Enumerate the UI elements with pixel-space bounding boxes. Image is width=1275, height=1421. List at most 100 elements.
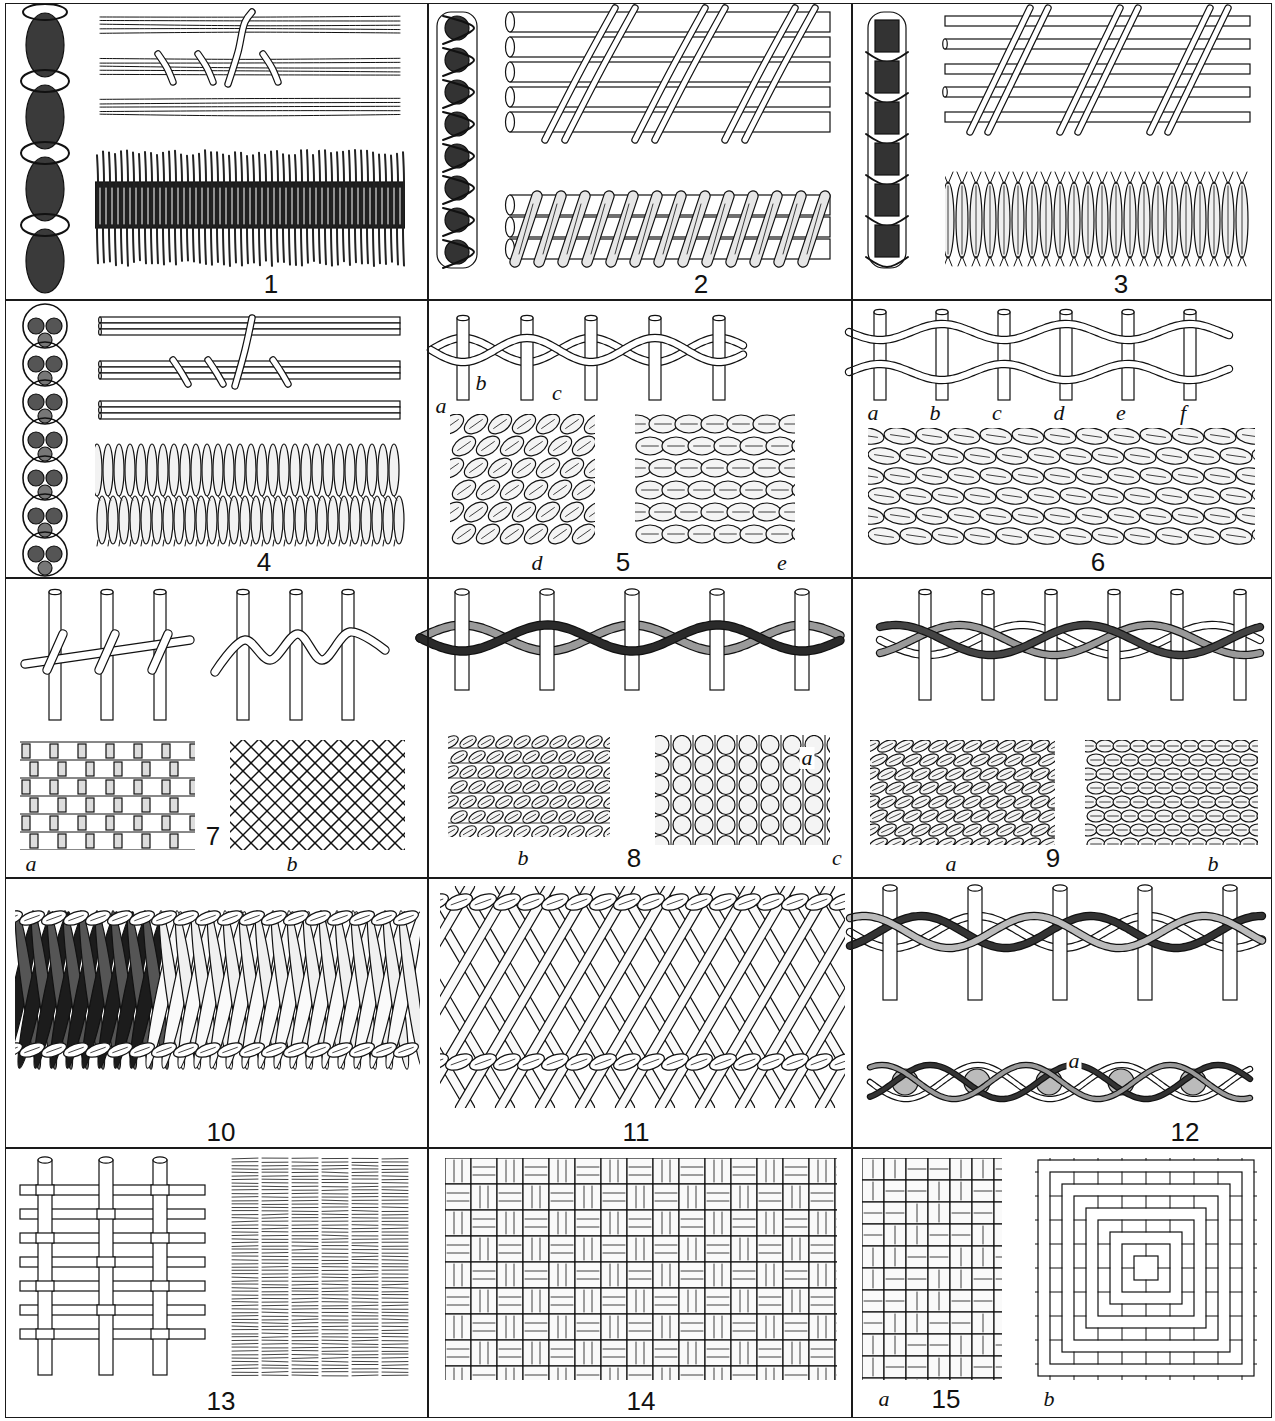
stitch: [785, 512, 795, 513]
weave-stroke: [349, 151, 350, 265]
weft-texture: [262, 1193, 288, 1194]
stitch: [874, 455, 893, 458]
stitch: [1219, 486, 1253, 506]
weave-stroke: [1153, 172, 1163, 184]
stitch: [333, 915, 348, 920]
stitch: [1147, 796, 1165, 808]
stitch: [884, 807, 906, 825]
weft-texture: [352, 1228, 378, 1229]
stitch: [1043, 428, 1077, 446]
stitch: [876, 793, 898, 811]
stitch: [575, 778, 596, 796]
stitch: [975, 757, 986, 762]
stitch: [95, 444, 102, 496]
stitch: [1134, 802, 1145, 803]
stitch: [899, 827, 910, 832]
stitch: [476, 735, 497, 751]
weft-texture: [232, 1231, 258, 1232]
stitch: [636, 481, 664, 499]
stitch: [521, 520, 551, 546]
stitch: [827, 736, 830, 755]
stitch: [967, 827, 978, 832]
stitch: [766, 481, 794, 499]
stitch: [1085, 830, 1093, 831]
rod-section: [46, 470, 62, 486]
stitch: [571, 739, 580, 744]
weaver-strand: [208, 360, 223, 384]
stitch: [759, 512, 776, 513]
stitch: [906, 455, 925, 458]
wrap: [134, 780, 142, 794]
weaver-strand: [440, 886, 550, 1108]
stitch: [515, 1051, 546, 1074]
weft-texture: [322, 1161, 348, 1162]
stitch: [566, 508, 579, 517]
stitch: [482, 486, 495, 495]
weaver-strand: [208, 360, 223, 384]
warp-rod: [1184, 309, 1196, 314]
stitch: [883, 506, 917, 526]
grass-bundle: [100, 24, 400, 26]
stitch: [1104, 782, 1122, 794]
stitch: [882, 771, 893, 776]
stitch: [1249, 824, 1258, 836]
stitch: [727, 459, 755, 477]
weaver-strand: [47, 634, 63, 670]
stitch: [449, 808, 470, 826]
stitch: [1227, 816, 1238, 817]
wrap: [86, 798, 94, 812]
stitch: [533, 498, 563, 526]
stitch: [389, 444, 399, 496]
weft-texture: [232, 1186, 258, 1187]
stitch: [141, 496, 151, 544]
stitch: [979, 428, 1013, 446]
weave-stroke: [112, 188, 113, 224]
stitch: [1117, 802, 1128, 803]
weave-stroke: [207, 496, 210, 500]
weave-stroke: [364, 188, 365, 224]
weft-texture: [352, 1217, 378, 1218]
weave-stroke: [148, 188, 149, 224]
weave-stroke: [317, 540, 318, 546]
stitch: [589, 829, 598, 834]
weave-stroke: [100, 188, 101, 224]
wrap: [106, 744, 114, 758]
wrap: [86, 834, 94, 848]
rod-section: [38, 409, 52, 423]
stitch: [530, 530, 543, 539]
stitch: [649, 503, 677, 521]
stitch: [945, 182, 954, 258]
stitch: [1236, 182, 1248, 258]
stitch: [772, 446, 789, 447]
weaver-strand: [683, 196, 705, 262]
stitch: [1018, 435, 1037, 438]
weft-texture: [262, 1172, 288, 1173]
stitch: [947, 506, 981, 526]
stitch: [207, 496, 217, 544]
stitch: [1113, 740, 1131, 752]
weft-texture: [262, 1231, 288, 1232]
weave-stroke: [109, 152, 110, 261]
stitch: [475, 899, 491, 905]
stitch: [643, 899, 659, 905]
stitch: [907, 841, 918, 845]
stitch: [1159, 760, 1170, 761]
rod-section: [28, 356, 44, 372]
weaver-strand: [235, 318, 252, 386]
stitch: [593, 808, 610, 826]
stitch: [499, 829, 508, 834]
weave-stroke: [205, 150, 206, 264]
stitch: [563, 891, 594, 914]
stitch: [916, 771, 927, 776]
stitch: [662, 437, 690, 455]
stitch: [1240, 810, 1258, 822]
weave-stroke: [20, 796, 195, 797]
stitch: [494, 420, 507, 429]
stitch: [1001, 799, 1012, 804]
stitch: [1104, 810, 1122, 822]
stitch: [506, 442, 519, 451]
stitch: [1251, 526, 1255, 546]
stitch: [655, 468, 672, 469]
stitch: [717, 736, 735, 755]
weave-stroke: [136, 188, 137, 224]
